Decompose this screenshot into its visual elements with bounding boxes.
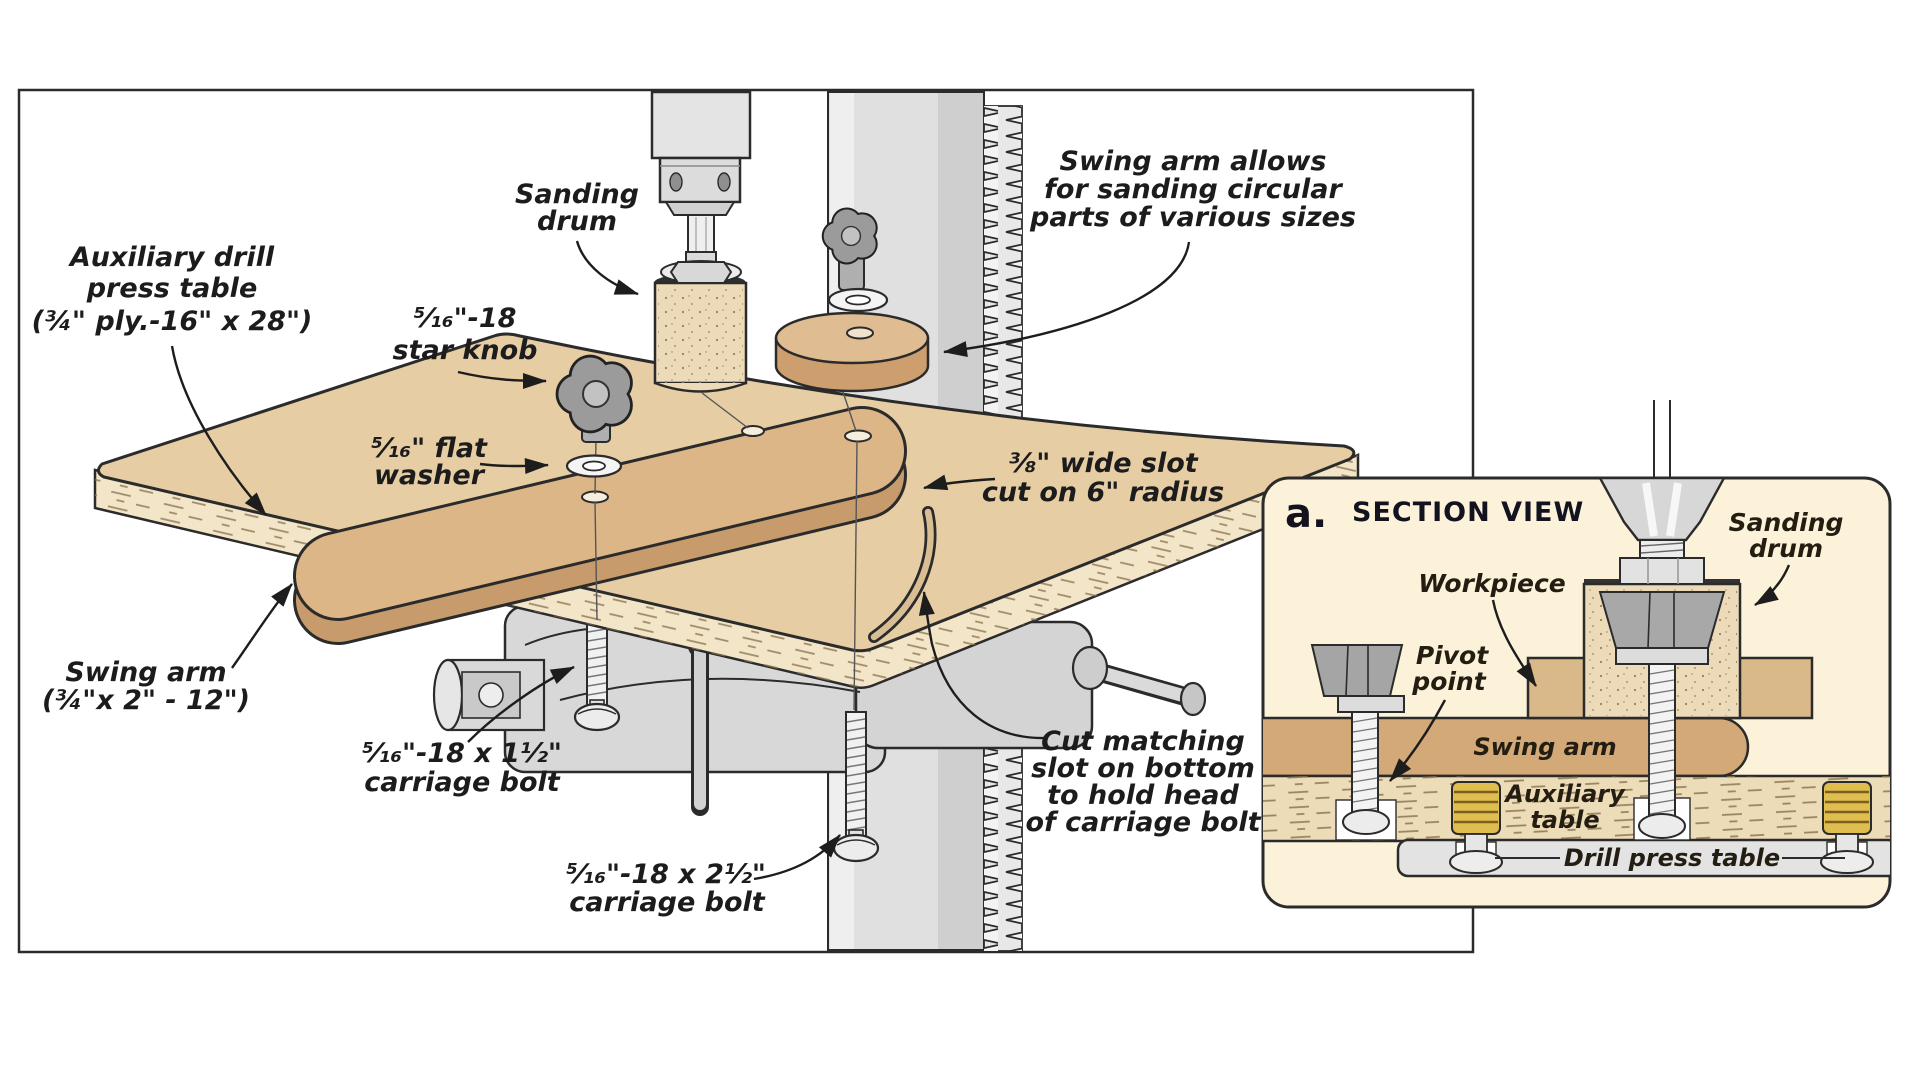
leader-inset-sanding-drum: [1754, 564, 1791, 607]
label-cut-matching-3: to hold head: [1047, 780, 1239, 811]
arm-hole-right: [844, 429, 872, 443]
label-bolt-short-1: ⁵⁄₁₆"-18 x 1½": [362, 738, 562, 769]
label-bolt-long-1: ⁵⁄₁₆"-18 x 2½": [566, 859, 766, 890]
label-swing-allows-2: for sanding circular: [1044, 174, 1343, 205]
label-swing-allows-3: parts of various sizes: [1029, 202, 1356, 233]
inset-marker: a.: [1285, 491, 1327, 537]
leader-swing-arm: [231, 583, 293, 669]
label-cut-matching-2: slot on bottom: [1031, 753, 1255, 784]
callout-leaders: [170, 240, 1191, 881]
inset-label-pivot-2: point: [1411, 667, 1486, 696]
label-swing-arm-1: Swing arm: [65, 657, 226, 688]
label-star-knob-2: star knob: [393, 335, 538, 366]
section-view-panel: a. SECTION VIEW Workpiece Pivot point Sa…: [1261, 400, 1892, 909]
inset-chuck: [1597, 478, 1727, 585]
arm-hole-middle: [741, 425, 765, 437]
label-flat-washer-1: ⁵⁄₁₆" flat: [371, 433, 488, 464]
leader-bolt-short: [467, 665, 575, 743]
leader-inset-workpiece: [1491, 599, 1537, 687]
label-swing-allows-1: Swing arm allows: [1060, 146, 1327, 177]
inset-title: SECTION VIEW: [1352, 497, 1584, 528]
inset-label-aux-1: Auxiliary: [1503, 780, 1626, 808]
inset-label-aux-2: table: [1530, 806, 1599, 834]
leader-bolt-long: [753, 834, 841, 881]
workpiece-pivot-assembly: [774, 207, 930, 393]
leader-slot: [923, 474, 996, 491]
label-cut-matching-4: of carriage bolt: [1025, 807, 1261, 838]
label-sanding-drum-1: Sanding: [515, 179, 639, 210]
leader-inset-pivot: [1389, 699, 1447, 782]
leader-swing-allows: [943, 241, 1191, 357]
sanding-drum: [653, 260, 748, 393]
inset-label-dpt: Drill press table: [1564, 844, 1780, 872]
label-aux-table-1: Auxiliary drill: [68, 242, 275, 273]
inset-bolt-right: [1633, 663, 1691, 841]
callout-labels: Auxiliary drill press table (¾" ply.-16"…: [32, 146, 1356, 918]
inset-label-sanding-2: drum: [1749, 534, 1823, 563]
label-swing-arm-2: (¾"x 2" - 12"): [42, 685, 250, 716]
swing-arm: [293, 406, 907, 645]
label-sanding-drum-2: drum: [537, 206, 617, 237]
label-cut-matching-1: Cut matching: [1041, 726, 1245, 757]
alignment-lines: [594, 391, 858, 711]
drum-nut: [669, 261, 733, 284]
inset-pivot-knob: [1310, 644, 1405, 841]
inset-knob-right-section: [1598, 591, 1726, 649]
label-bolt-short-2: carriage bolt: [364, 767, 561, 798]
radius-slot: [868, 506, 937, 643]
inset-label-swing-arm: Swing arm: [1473, 733, 1616, 761]
inset-label-workpiece: Workpiece: [1418, 569, 1566, 598]
crank-handle: [1071, 645, 1207, 717]
inset-insert-left: [1449, 781, 1503, 874]
label-flat-washer-2: washer: [374, 460, 486, 491]
lock-lever: [688, 634, 712, 816]
label-slot-2: cut on 6" radius: [982, 477, 1224, 508]
label-bolt-long-2: carriage bolt: [569, 887, 766, 918]
label-star-knob-1: ⁵⁄₁₆"-18: [414, 303, 517, 334]
leader-flat-washer: [479, 458, 549, 475]
label-slot-1: ⅜" wide slot: [1008, 448, 1199, 479]
inset-insert-right: [1820, 781, 1874, 874]
leader-star-knob: [457, 370, 547, 389]
flat-washer-left: [565, 454, 623, 478]
quill-chuck: [650, 90, 752, 267]
leader-aux-table: [170, 345, 267, 516]
inset-label-pivot-1: Pivot: [1416, 641, 1489, 670]
carriage-bolt-long: [832, 711, 880, 863]
inset-label-sanding-1: Sanding: [1729, 508, 1844, 537]
label-aux-table-3: (¾" ply.-16" x 28"): [32, 306, 313, 337]
leader-cut-matching: [918, 591, 1049, 740]
label-aux-table-2: press table: [86, 273, 258, 304]
leader-sanding-drum: [575, 240, 639, 296]
